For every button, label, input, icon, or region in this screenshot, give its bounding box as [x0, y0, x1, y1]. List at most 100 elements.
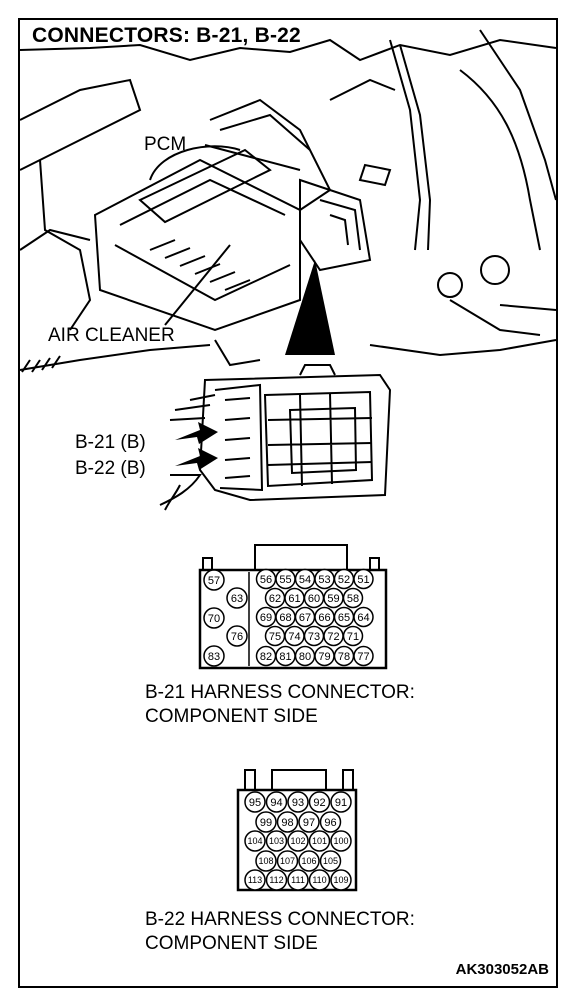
b22-caption-line2: COMPONENT SIDE [145, 933, 318, 954]
pin-number: 58 [347, 593, 359, 605]
b21-pin: 62 [264, 587, 286, 609]
pin-number: 75 [269, 631, 281, 643]
pin-number: 82 [260, 651, 272, 663]
b22-connector-label: B-22 (B) [75, 458, 146, 479]
b21-pin: 64 [353, 606, 374, 628]
b21-caption-line2: COMPONENT SIDE [145, 706, 318, 727]
b21-pin: 57 [203, 569, 225, 591]
b22-pin: 112 [265, 869, 288, 891]
pin-number: 69 [260, 612, 272, 624]
pin-number: 51 [357, 574, 369, 586]
b21-pin: 77 [353, 645, 374, 667]
air-cleaner-label: AIR CLEANER [48, 325, 175, 346]
pin-number: 60 [308, 593, 320, 605]
pin-number: 65 [338, 612, 350, 624]
b21-pin: 76 [226, 625, 248, 647]
b21-pin: 56 [255, 568, 277, 590]
b21-caption-line1: B-21 HARNESS CONNECTOR: [145, 682, 415, 703]
pin-number: 98 [281, 817, 293, 829]
b21-pin: 65 [333, 606, 355, 628]
pin-number: 104 [247, 836, 262, 846]
pin-number: 99 [260, 817, 272, 829]
pin-number: 92 [313, 797, 325, 809]
pin-number: 67 [299, 612, 311, 624]
pin-number: 66 [318, 612, 330, 624]
b22-pin: 93 [287, 791, 309, 813]
b21-pin: 67 [294, 606, 316, 628]
pin-number: 78 [338, 651, 350, 663]
pin-number: 63 [231, 593, 243, 605]
pin-number: 74 [288, 631, 300, 643]
pin-number: 68 [279, 612, 291, 624]
pin-number: 103 [269, 836, 284, 846]
b22-pin: 107 [276, 850, 299, 872]
b21-pin: 70 [203, 607, 225, 629]
b21-pin: 75 [264, 625, 286, 647]
b22-pin: 110 [308, 869, 331, 891]
b21-pin: 59 [323, 587, 344, 609]
pcm-label: PCM [144, 134, 187, 155]
pin-number: 95 [249, 797, 261, 809]
pin-number: 79 [318, 651, 330, 663]
b22-pin: 92 [308, 791, 331, 813]
figure-frame [18, 18, 558, 988]
b21-pin: 71 [342, 625, 364, 647]
b22-pin: 96 [319, 811, 342, 833]
pin-number: 72 [327, 631, 339, 643]
b21-pin: 60 [303, 587, 325, 609]
pin-number: 59 [327, 593, 339, 605]
b22-pin: 109 [330, 869, 352, 891]
b21-pin: 58 [342, 587, 364, 609]
b22-pin: 101 [308, 830, 331, 852]
b22-pin: 100 [330, 830, 352, 852]
pin-number: 83 [208, 651, 220, 663]
b22-pin: 94 [265, 791, 288, 813]
b22-pin: 98 [276, 811, 299, 833]
pin-number: 102 [290, 836, 305, 846]
b22-pin: 113 [244, 869, 266, 891]
pin-number: 94 [270, 797, 282, 809]
pin-number: 62 [269, 593, 281, 605]
b21-pin: 66 [314, 606, 335, 628]
b21-pin: 54 [294, 568, 316, 590]
pin-number: 54 [299, 574, 311, 586]
pin-number: 107 [280, 856, 295, 866]
figure-code: AK303052AB [455, 961, 549, 978]
pin-number: 106 [301, 856, 316, 866]
pin-number: 61 [288, 593, 300, 605]
pin-number: 53 [318, 574, 330, 586]
b22-caption-line1: B-22 HARNESS CONNECTOR: [145, 909, 415, 930]
b22-pin: 106 [298, 850, 320, 872]
pin-number: 96 [324, 817, 336, 829]
pin-number: 64 [357, 612, 369, 624]
b22-pin: 95 [244, 791, 266, 813]
pin-number: 111 [291, 875, 305, 885]
b21-pin: 51 [353, 568, 374, 590]
pin-number: 52 [338, 574, 350, 586]
pin-number: 80 [299, 651, 311, 663]
b21-pin: 83 [203, 645, 225, 667]
diagram-title: CONNECTORS: B-21, B-22 [32, 24, 301, 47]
pin-number: 112 [269, 875, 283, 885]
b22-pin: 103 [265, 830, 288, 852]
pin-number: 91 [335, 797, 347, 809]
pin-number: 93 [292, 797, 304, 809]
pin-number: 113 [248, 875, 262, 885]
pin-number: 56 [260, 574, 272, 586]
pin-number: 101 [312, 836, 327, 846]
b22-pin: 99 [255, 811, 277, 833]
b22-pin: 97 [298, 811, 320, 833]
pin-number: 81 [279, 651, 291, 663]
b22-pin: 102 [287, 830, 309, 852]
pin-number: 110 [312, 875, 326, 885]
pin-number: 109 [333, 875, 348, 885]
pin-number: 57 [208, 575, 220, 587]
b21-pin: 78 [333, 645, 355, 667]
b22-pin: 111 [287, 869, 309, 891]
b22-pin: 104 [244, 830, 266, 852]
pin-number: 70 [208, 613, 220, 625]
b21-pin: 69 [255, 606, 277, 628]
b21-pin: 72 [323, 625, 344, 647]
